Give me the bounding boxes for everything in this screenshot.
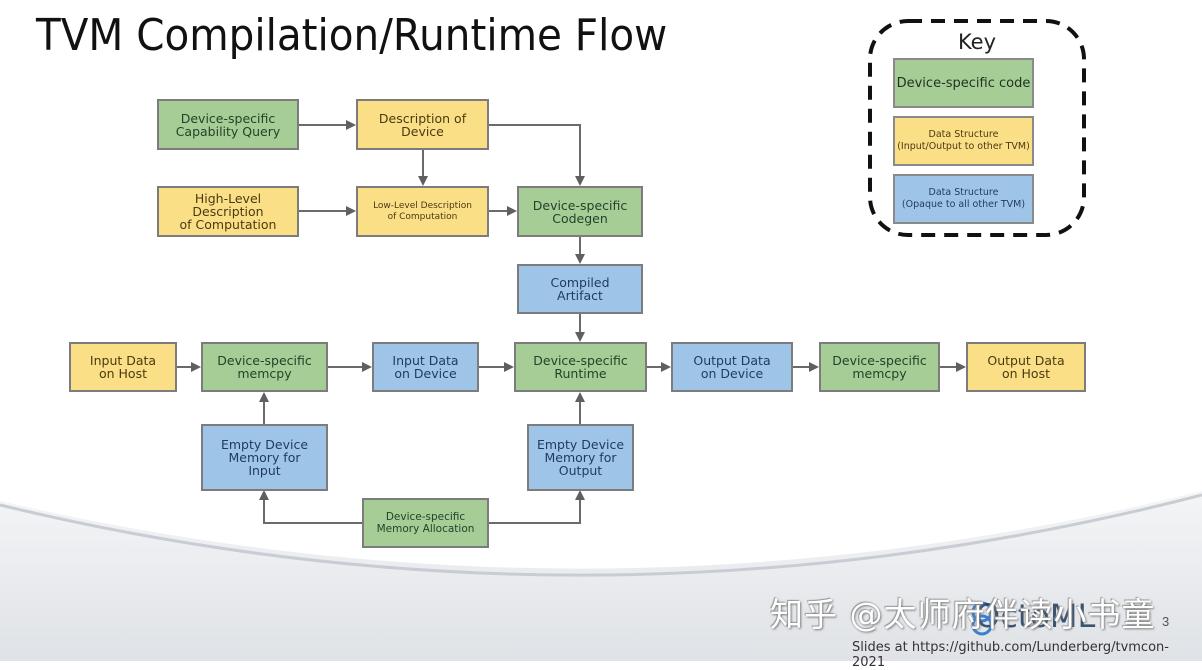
- node-label: of Computation: [179, 217, 277, 232]
- node-label: Capability Query: [175, 123, 281, 139]
- legend-label: Data Structure: [928, 129, 999, 140]
- node-label: Input Data: [89, 353, 157, 368]
- legend-title: Key: [957, 30, 997, 54]
- node-label: High-Level Description: [192, 191, 264, 219]
- node-label: Compiled: [550, 275, 610, 290]
- node-label: Device-specific: [532, 197, 628, 213]
- legend-dashed-border: [868, 19, 1086, 237]
- node-label: Memory Allocation: [376, 523, 475, 535]
- zhihu-watermark: 知乎 @太师府伴读小书童: [770, 595, 1156, 634]
- node-label: Device-specific: [832, 353, 927, 368]
- node-label: Device-specific: [385, 511, 466, 523]
- edge-alloc-to-emptyoutput: [489, 490, 585, 524]
- legend-label: (Input/Output to other TVM): [897, 141, 1030, 152]
- node-label: Runtime: [554, 366, 607, 381]
- node-label: Empty Device: [220, 437, 309, 452]
- page-number: 3: [1162, 614, 1170, 629]
- legend-item-device-specific-code: Device-specific code: [893, 58, 1034, 108]
- node-label: memcpy: [237, 366, 292, 381]
- node-label: Input Data: [392, 353, 459, 368]
- legend-label: (Opaque to all other TVM): [901, 199, 1026, 210]
- node-label: Input: [248, 463, 281, 478]
- node-label: Codegen: [552, 210, 608, 226]
- node-label: of Computation: [387, 211, 458, 222]
- node-label: Empty Device: [536, 437, 625, 452]
- legend-item-data-structure-io: Data Structure(Input/Output to other TVM…: [893, 116, 1034, 166]
- node-label: on Device: [394, 366, 457, 381]
- slide-title: TVM Compilation/Runtime Flow: [36, 10, 668, 61]
- edge-description-to-codegen: [489, 124, 585, 186]
- node-label: on Host: [98, 366, 147, 381]
- legend-item-data-structure-opaque: Data Structure(Opaque to all other TVM): [893, 174, 1034, 224]
- node-label: Device: [401, 123, 444, 139]
- node-label: Output: [558, 463, 603, 478]
- octoml-logo-icon: [971, 601, 993, 636]
- node-label: on Host: [1001, 366, 1050, 381]
- legend-label: Data Structure: [928, 187, 999, 198]
- node-label: Device-specific: [217, 353, 312, 368]
- node-label: Description of: [378, 110, 467, 126]
- node-label: Artifact: [557, 288, 603, 303]
- legend-key: Key Device-specific code Data Structure(…: [867, 18, 1087, 238]
- edge-alloc-to-emptyinput: [259, 490, 362, 524]
- node-label: Device-specific: [180, 110, 276, 126]
- node-label: Output Data: [693, 353, 771, 368]
- node-label: Memory for: [544, 450, 617, 465]
- node-label: Memory for: [228, 450, 301, 465]
- node-label: Output Data: [987, 353, 1065, 368]
- legend-label: Device-specific code: [896, 75, 1031, 91]
- node-label: memcpy: [852, 366, 907, 381]
- octoml-logo-text: OctoML: [975, 597, 1096, 635]
- slides-link[interactable]: Slides at https://github.com/Lunderberg/…: [852, 640, 1169, 670]
- node-label: Device-specific: [533, 353, 628, 368]
- node-label: on Device: [700, 366, 764, 381]
- node-label: Low-Level Description: [373, 200, 472, 211]
